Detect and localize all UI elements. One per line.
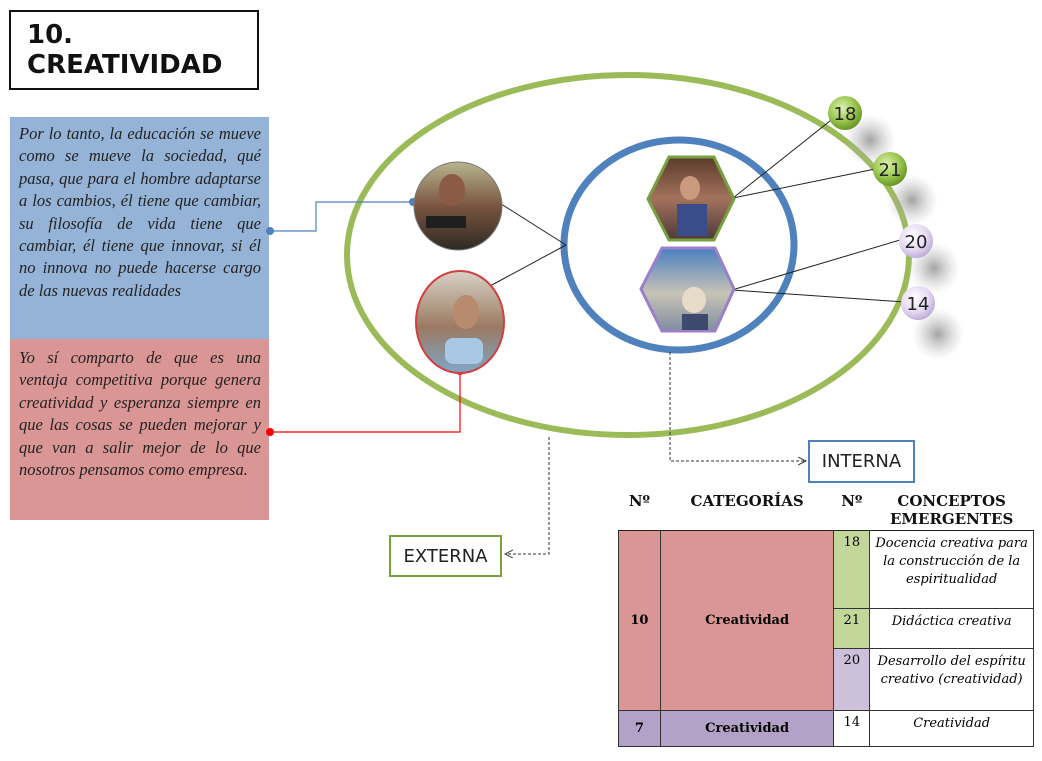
concept: Docencia creativa para la construcción d… xyxy=(869,530,1034,609)
table-row: 21 Didáctica creativa xyxy=(619,608,1034,649)
categories-table: Nº CATEGORÍAS Nº CONCEPTOS EMERGENTES 10… xyxy=(618,488,1034,747)
quote-blue: Por lo tanto, la educación se mueve como… xyxy=(10,117,269,339)
svg-text:14: 14 xyxy=(907,294,930,315)
table-row: 10 Creatividad 18 Docencia creativa para… xyxy=(618,530,1034,711)
connector-line xyxy=(731,289,906,303)
red-quote-connector xyxy=(270,371,461,433)
connector-line xyxy=(731,239,901,291)
photo-internal-2 xyxy=(639,246,736,333)
bubble-14: 14 xyxy=(901,286,935,320)
sub-num: 21 xyxy=(833,608,871,649)
header-num: Nº xyxy=(618,488,661,531)
externa-arrow xyxy=(505,437,550,554)
row-num: 7 xyxy=(618,710,661,747)
blue-quote-connector xyxy=(270,201,413,232)
externa-label: EXTERNA xyxy=(389,535,502,577)
page-title: 10. CREATIVIDAD xyxy=(27,20,223,80)
bubble-shadow xyxy=(886,174,938,226)
title-box: 10. CREATIVIDAD xyxy=(9,10,259,90)
connector-line xyxy=(497,201,567,246)
svg-text:21: 21 xyxy=(879,160,902,181)
row-category: Creatividad xyxy=(659,710,835,747)
sub-num: 20 xyxy=(833,648,871,711)
header-categorias: CATEGORÍAS xyxy=(660,488,834,531)
outer-ellipse xyxy=(344,72,912,438)
photo-external-1 xyxy=(413,161,503,251)
row-num: 10 xyxy=(618,530,661,711)
table-header-row: Nº CATEGORÍAS Nº CONCEPTOS EMERGENTES xyxy=(618,488,1034,531)
header-conceptos: CONCEPTOS EMERGENTES xyxy=(869,488,1034,531)
bubble-shadow xyxy=(844,114,896,166)
connector-line xyxy=(732,112,841,199)
bubble-shadow xyxy=(912,308,964,360)
interna-arrow xyxy=(669,352,806,461)
red-connector-dot xyxy=(266,428,274,436)
blue-connector-dot xyxy=(266,227,274,235)
connector-line xyxy=(489,244,567,287)
quote-red: Yo sí comparto de que es una ventaja com… xyxy=(10,339,269,520)
bubble-21: 21 xyxy=(873,152,907,186)
concept: Desarrollo del espíritu creativo (creati… xyxy=(869,648,1034,711)
svg-text:18: 18 xyxy=(834,104,857,125)
connector-line xyxy=(732,167,881,199)
bubble-20: 20 xyxy=(899,224,933,258)
inner-ellipse xyxy=(560,136,798,354)
concept: Creatividad xyxy=(869,710,1034,747)
table-row: 7 Creatividad 14 Creatividad xyxy=(618,710,1034,747)
header-sub-num: Nº xyxy=(833,488,870,531)
sub-num: 14 xyxy=(833,710,871,747)
svg-text:20: 20 xyxy=(905,232,928,253)
interna-label: INTERNA xyxy=(808,440,915,483)
photo-external-2 xyxy=(415,270,505,374)
photo-internal-1 xyxy=(646,155,736,242)
bubble-18: 18 xyxy=(828,96,862,130)
concept: Didáctica creativa xyxy=(869,608,1034,649)
sub-num: 18 xyxy=(833,530,871,609)
row-category: Creatividad xyxy=(659,530,835,711)
table-row: 20 Desarrollo del espíritu creativo (cre… xyxy=(619,648,1034,711)
